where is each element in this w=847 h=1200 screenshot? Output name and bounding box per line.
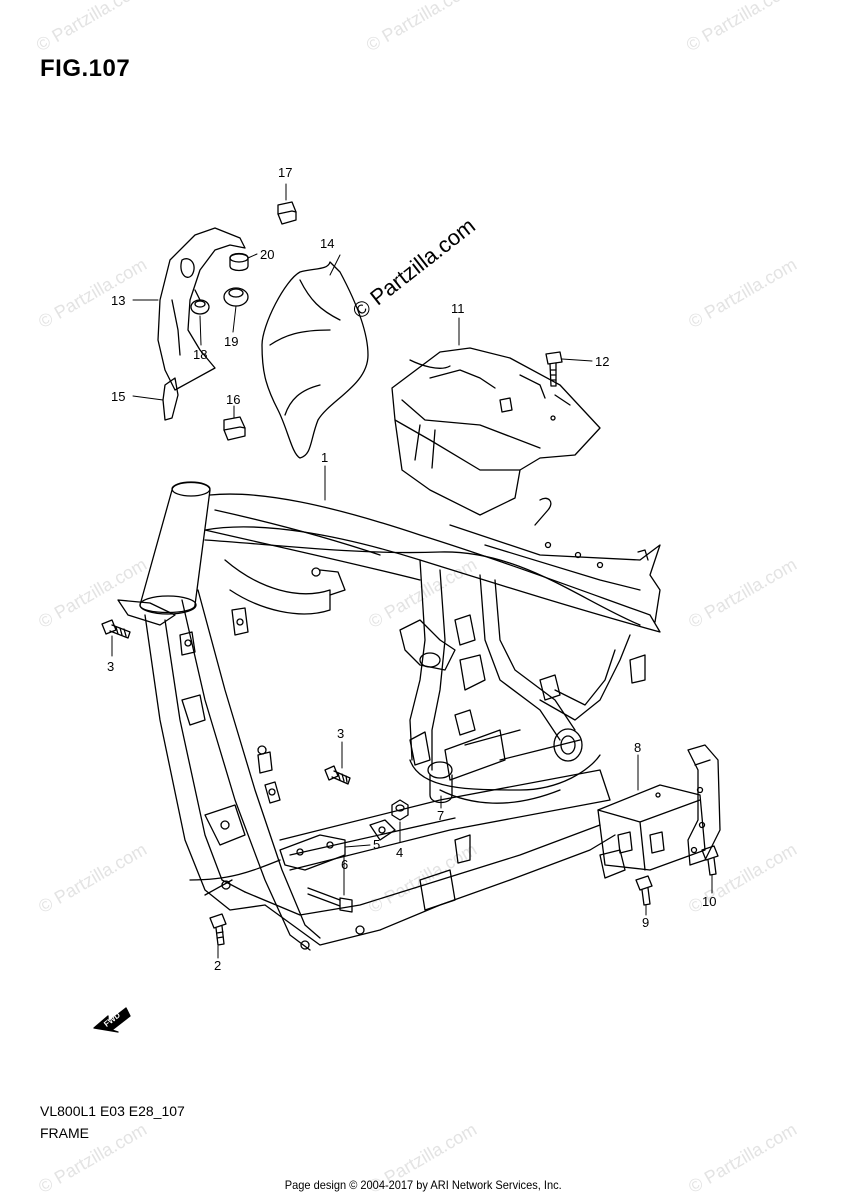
seat-cover-part-14: [261, 261, 369, 459]
bolt-part-9: [635, 875, 653, 906]
nut-part-4: [391, 799, 409, 821]
watermark-tile: © Partzilla.com: [35, 839, 150, 917]
watermark-tile: © Partzilla.com: [363, 0, 478, 55]
callout-19: 19: [224, 334, 238, 349]
callout-14: 14: [320, 236, 334, 251]
fwd-arrow-icon: [93, 1007, 131, 1033]
callout-13: 13: [111, 293, 125, 308]
bolt-part-3-upper: [101, 619, 131, 639]
callout-labels: 1 2 3 3 4 5 6 7 8 9 10 11 12 13 14 15 16…: [107, 165, 716, 973]
callout-20: 20: [260, 247, 274, 262]
bolt-part-2: [209, 913, 227, 946]
callout-8: 8: [634, 740, 641, 755]
watermark-tile: © Partzilla.com: [365, 839, 480, 917]
cushion-parts: [223, 201, 297, 441]
callout-7: 7: [437, 808, 444, 823]
watermark-tile: © Partzilla.com: [35, 554, 150, 632]
callout-11: 11: [451, 301, 465, 316]
callout-12: 12: [595, 354, 609, 369]
watermark-tile: © Partzilla.com: [683, 0, 798, 55]
callout-10: 10: [702, 894, 716, 909]
cover-strip-part-15: [162, 377, 179, 421]
callout-6: 6: [341, 857, 348, 872]
callout-5: 5: [373, 837, 380, 852]
page-footer: Page design © 2004-2017 by ARI Network S…: [284, 1178, 562, 1192]
watermark-tile: © Partzilla.com: [33, 0, 148, 55]
ecu-bracket-part-8: [597, 744, 721, 879]
bolt-part-6: [307, 887, 353, 913]
watermark-tile: © Partzilla.com: [685, 554, 800, 632]
callout-17: 17: [278, 165, 292, 180]
model-code: VL800L1 E03 E28_107: [40, 1103, 185, 1119]
battery-tray-part-11: [391, 347, 601, 516]
grommet-parts: [190, 252, 249, 315]
bolt-part-10: [701, 845, 719, 876]
watermark-tile: © Partzilla.com: [35, 254, 150, 332]
bolt-part-12: [545, 351, 563, 387]
section-name: FRAME: [40, 1125, 89, 1141]
leader-lines: [111, 183, 713, 959]
callout-1: 1: [321, 450, 328, 465]
callout-3a: 3: [107, 659, 114, 674]
callout-9: 9: [642, 915, 649, 930]
callout-4: 4: [396, 845, 403, 860]
callout-3b: 3: [337, 726, 344, 741]
figure-title: FIG.107: [40, 55, 131, 82]
bracket-plate-part-5: [279, 819, 396, 871]
main-frame-part-1: [117, 481, 661, 951]
callout-18: 18: [193, 347, 207, 362]
callout-16: 16: [226, 392, 240, 407]
watermark-tile: © Partzilla.com: [685, 254, 800, 332]
callout-2: 2: [214, 958, 221, 973]
callout-15: 15: [111, 389, 125, 404]
bolt-part-3-lower: [324, 765, 351, 785]
